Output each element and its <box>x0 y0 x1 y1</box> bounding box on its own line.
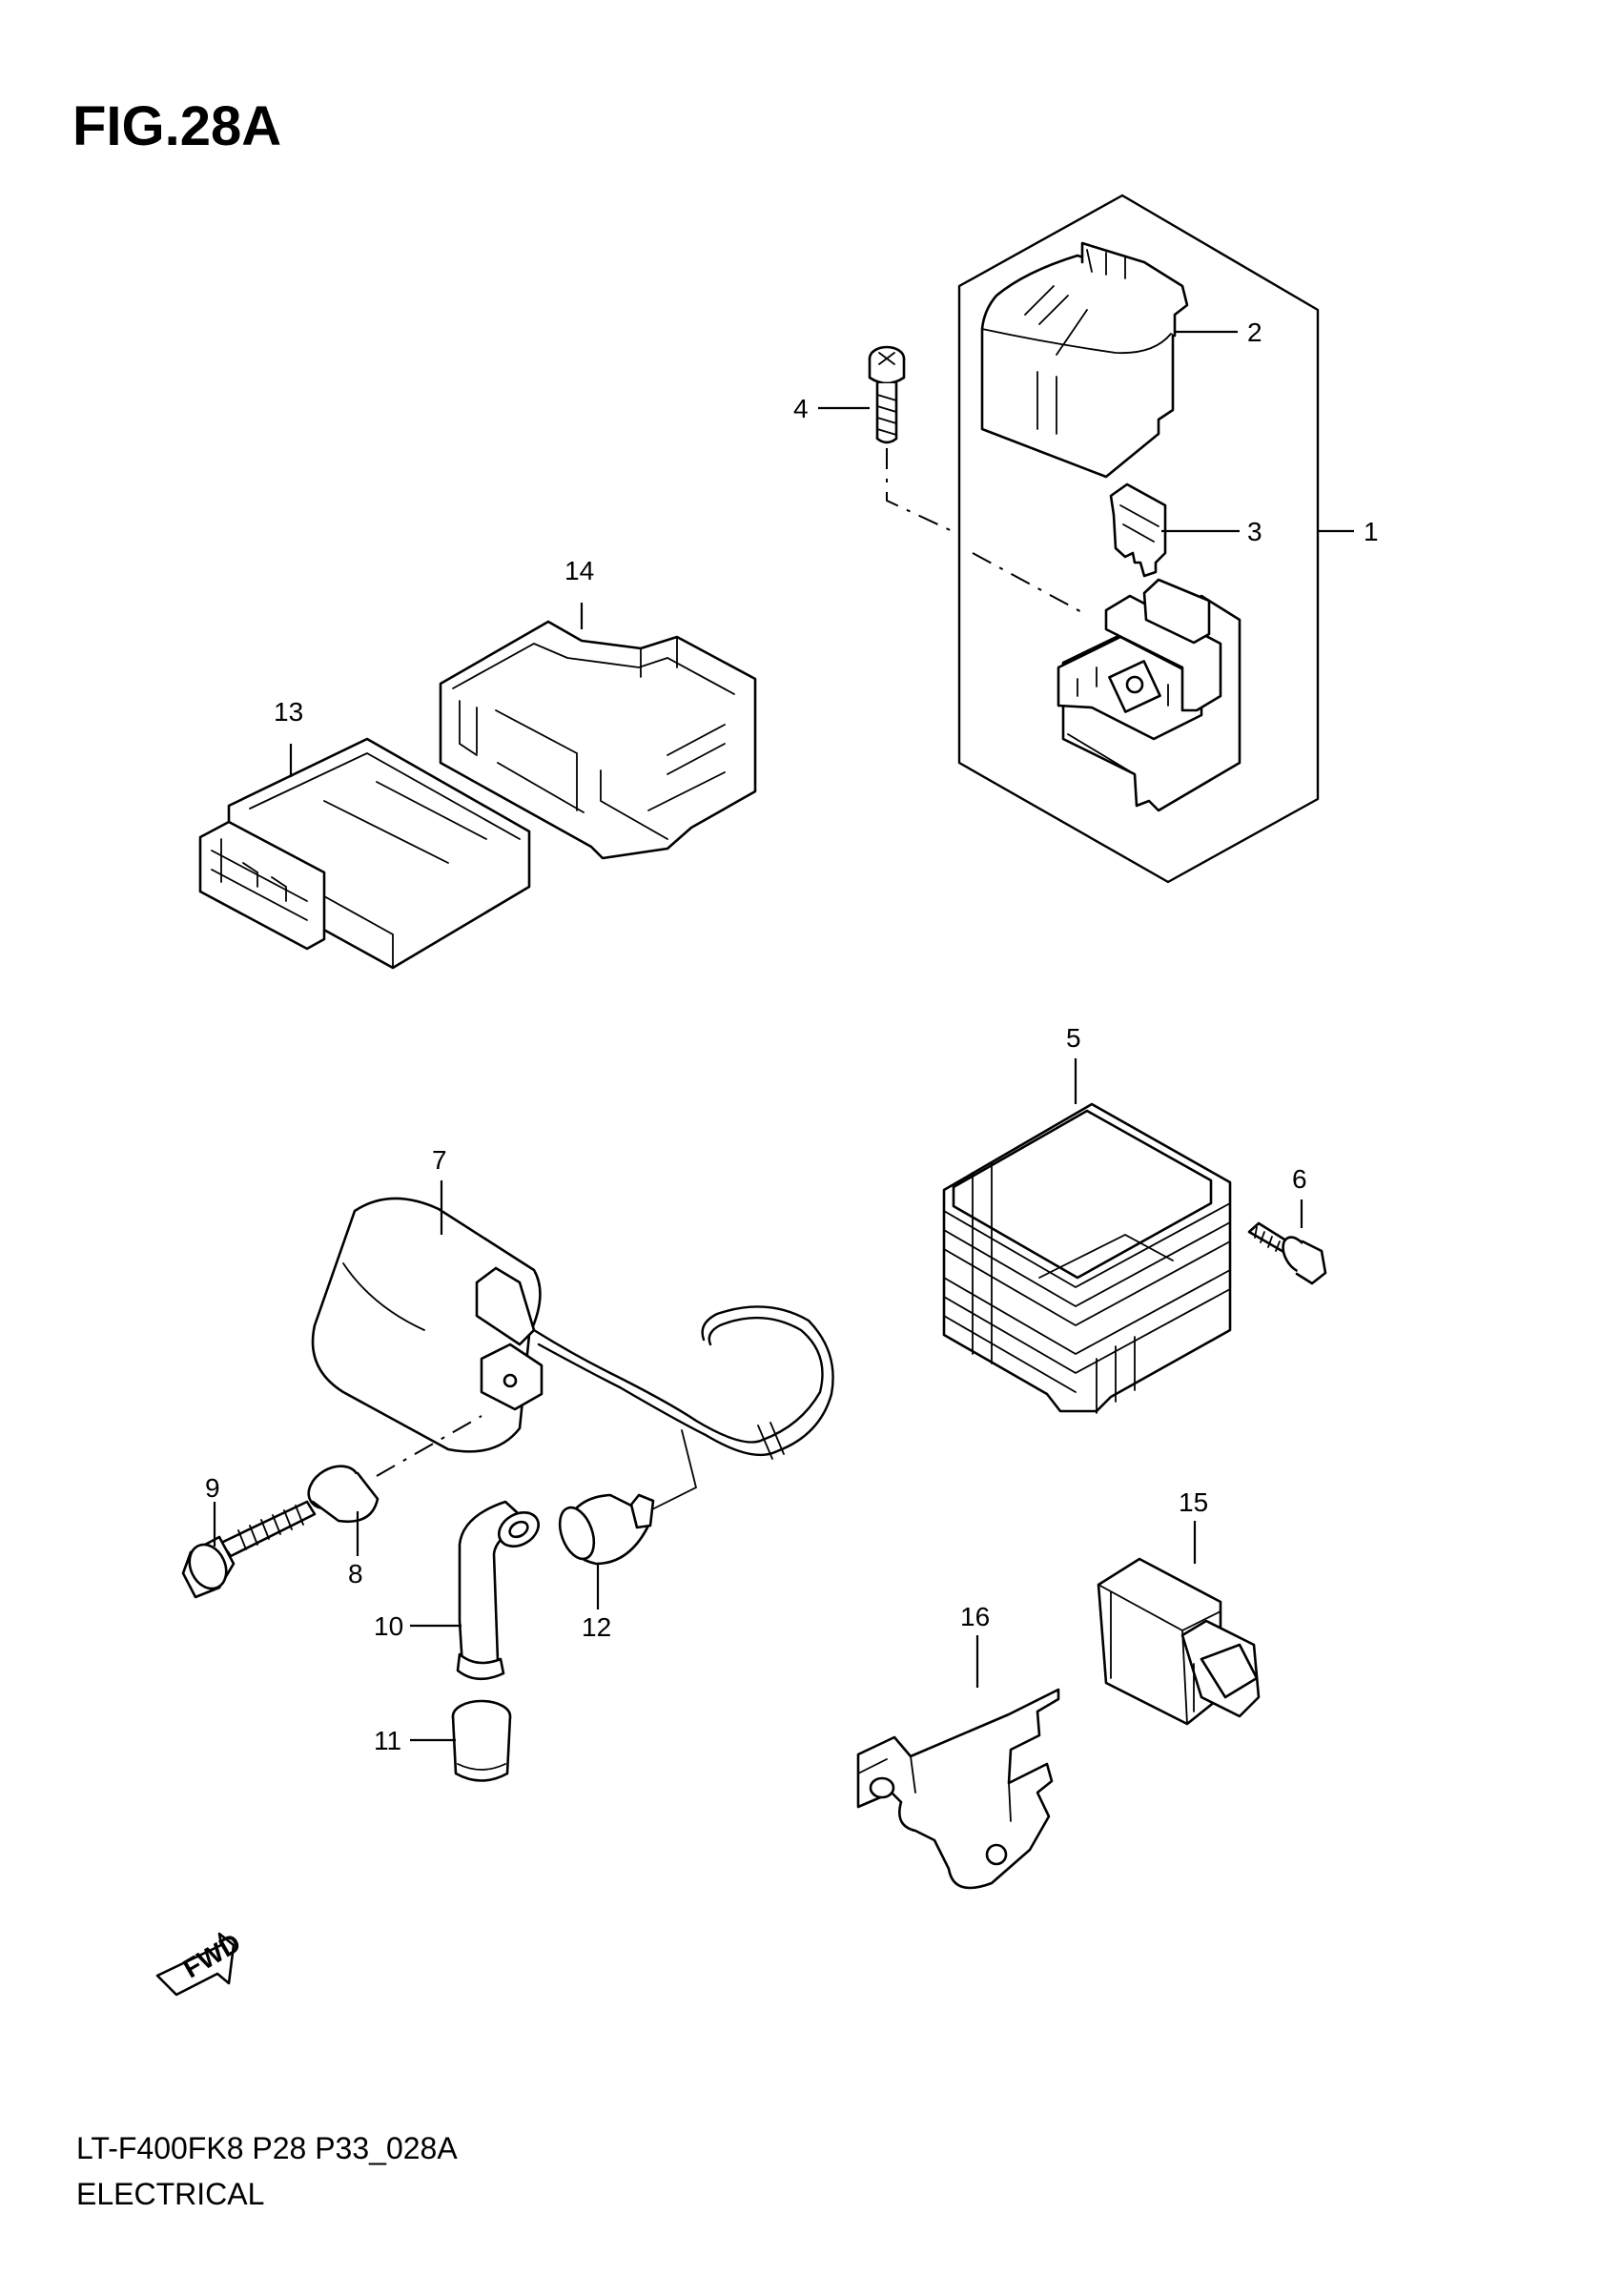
callout-14: 14 <box>564 556 594 585</box>
callout-16: 16 <box>960 1602 990 1631</box>
part-2-relay-cover <box>980 241 1189 479</box>
assembly-frame-part-1 <box>957 194 1320 884</box>
part-4-screw <box>868 345 906 444</box>
part-3-fuse <box>1109 482 1167 578</box>
callout-3: 3 <box>1247 517 1262 546</box>
callout-12: 12 <box>582 1612 611 1642</box>
callout-4: 4 <box>793 394 809 423</box>
callout-2: 2 <box>1247 318 1262 347</box>
callout-5: 5 <box>1066 1023 1081 1053</box>
part-15-connector <box>1097 1557 1261 1726</box>
callout-1: 1 <box>1364 517 1379 546</box>
cap-wire-guide <box>649 1429 698 1511</box>
coil-mount-guide <box>376 1415 482 1477</box>
callout-6: 6 <box>1292 1164 1307 1194</box>
part-10-plug-cap <box>456 1500 540 1681</box>
part-16-bracket <box>856 1688 1060 1890</box>
callout-10: 10 <box>374 1611 403 1641</box>
part-1-starter-relay <box>1057 578 1241 812</box>
part-14-case <box>439 620 757 860</box>
screw-install-guide <box>886 448 1088 616</box>
callout-7: 7 <box>432 1145 447 1175</box>
part-7-ignition-coil <box>311 1197 834 1460</box>
part-11-cap-cover <box>451 1699 512 1782</box>
model-code: LT-F400FK8 P28 P33_028A <box>76 2131 458 2165</box>
section-name: ELECTRICAL <box>76 2177 265 2211</box>
callout-15: 15 <box>1179 1487 1208 1517</box>
callout-13: 13 <box>274 697 303 727</box>
fwd-arrow-icon: FWD <box>155 1928 246 1997</box>
part-13-ecm-unit <box>198 737 531 970</box>
part-12-boot <box>558 1493 655 1566</box>
figure-title: FIG.28A <box>72 95 282 157</box>
part-9-bolt <box>181 1500 317 1599</box>
callout-9: 9 <box>205 1473 220 1503</box>
callout-11: 11 <box>374 1726 401 1755</box>
part-8-collar <box>307 1465 380 1524</box>
part-5-regulator <box>942 1102 1232 1414</box>
part-6-bolt <box>1247 1221 1327 1285</box>
callout-8: 8 <box>348 1559 363 1589</box>
